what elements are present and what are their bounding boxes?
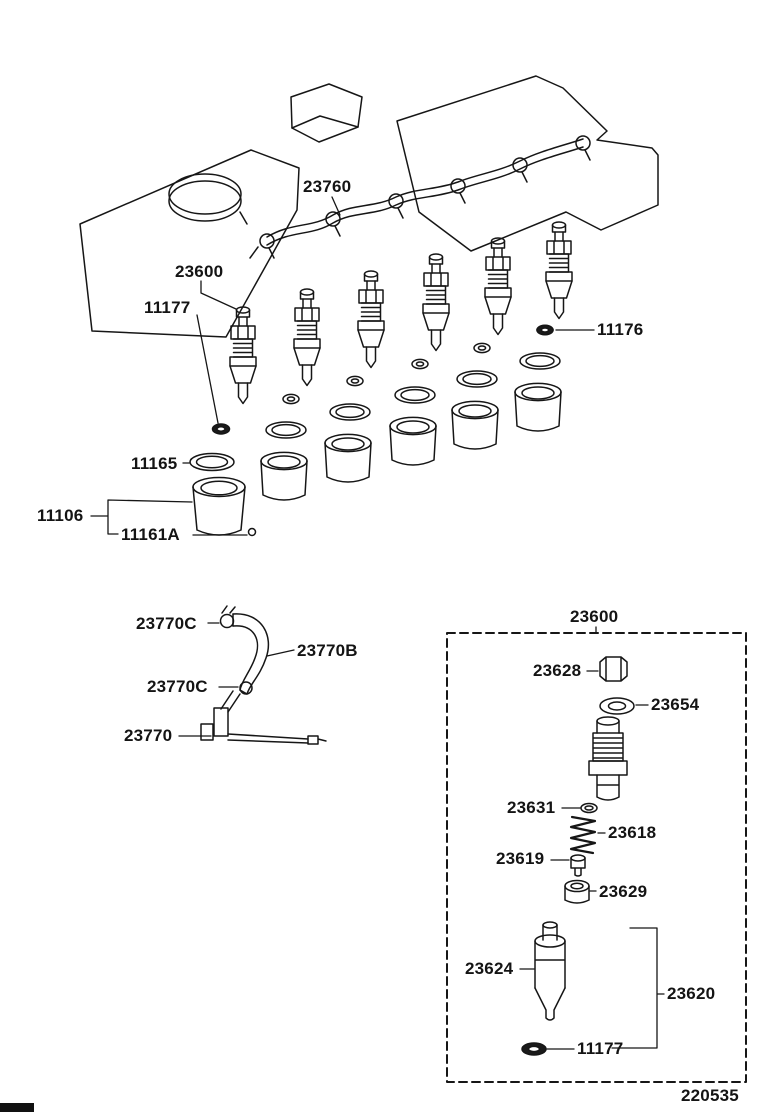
part-label-11161A: 11161A <box>121 525 180 544</box>
part-label-23618: 23618 <box>608 823 657 842</box>
part-label-23770C-upper: 23770C <box>136 614 197 633</box>
part-label-11106: 11106 <box>37 506 84 525</box>
fuel-hose-assembly <box>200 605 327 745</box>
inset-box <box>446 632 747 1083</box>
part-label-23624: 23624 <box>465 959 514 978</box>
part-label-23770B: 23770B <box>297 641 358 660</box>
part-label-11176: 11176 <box>597 320 644 339</box>
fuel-pipe <box>249 135 591 259</box>
nozzle-seat-row <box>260 324 562 501</box>
part-label-23600-inset: 23600 <box>570 607 619 626</box>
engine-cover-outline <box>79 75 659 338</box>
part-label-23770: 23770 <box>124 726 173 745</box>
figure-number: 220535 <box>681 1086 739 1105</box>
part-label-23628: 23628 <box>533 661 582 680</box>
part-label-23631: 23631 <box>507 798 556 817</box>
part-label-23770C-lower: 23770C <box>147 677 208 696</box>
nozzle-holder-detail <box>189 423 257 537</box>
part-label-11177-inset: 11177 <box>577 1039 624 1058</box>
injector-row <box>229 221 573 405</box>
part-label-11165: 11165 <box>131 454 178 473</box>
leader-lines <box>90 196 665 1050</box>
part-label-11177-main: 11177 <box>144 298 191 317</box>
page-corner-mark <box>0 1103 34 1112</box>
part-label-23760: 23760 <box>303 177 352 196</box>
washer-11176 <box>536 324 554 336</box>
part-label-23654: 23654 <box>651 695 700 714</box>
part-label-23620: 23620 <box>667 984 716 1003</box>
part-label-23619: 23619 <box>496 849 545 868</box>
part-label-23600-main: 23600 <box>175 262 224 281</box>
inset-exploded-injector <box>521 656 635 1056</box>
part-label-23629: 23629 <box>599 882 648 901</box>
